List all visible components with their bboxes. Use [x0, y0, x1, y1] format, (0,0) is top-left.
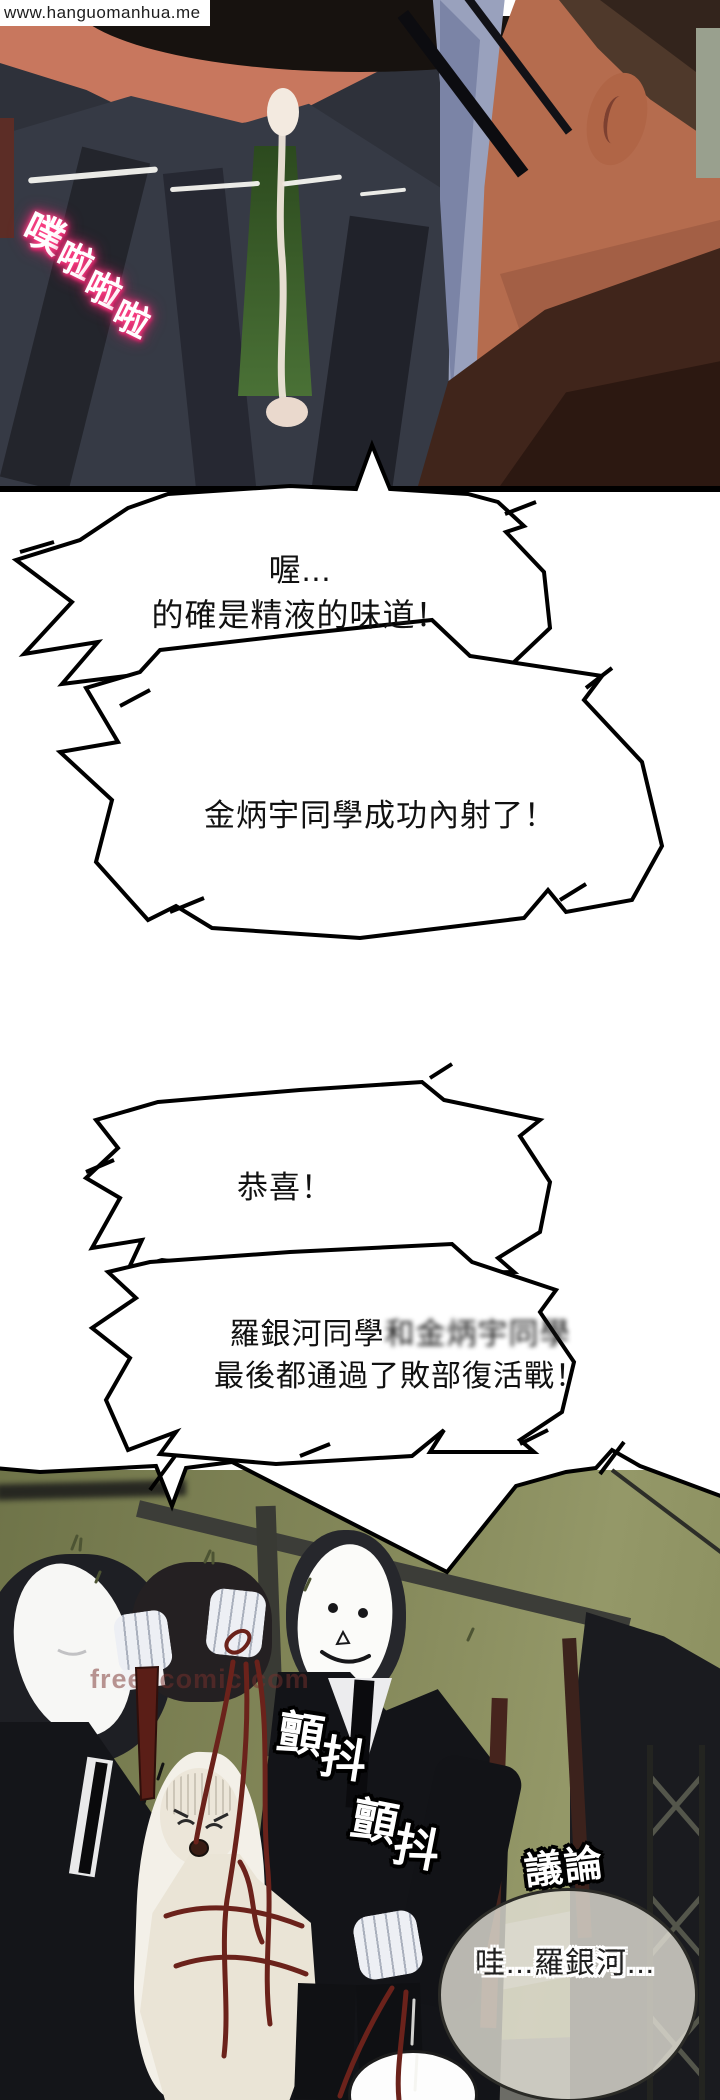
fluid-blob	[266, 397, 308, 427]
panel-diagonal-edge	[610, 1468, 720, 1554]
speech-bubble-success	[55, 617, 665, 941]
result-name-blurred: 和金炳宇同學	[384, 1318, 571, 1351]
site-watermark-bar: www.hanguomanhua.me	[0, 0, 210, 26]
rope-coil	[224, 1628, 252, 1655]
smiley-mask-face	[320, 1603, 371, 1664]
site-watermark-url: www.hanguomanhua.me	[4, 3, 201, 22]
blank-mask-line	[57, 1648, 87, 1656]
crowd-bubble-text: 哇...羅銀河...	[474, 1947, 655, 1980]
bubble-text-success: 金炳宇同學成功內射了！	[204, 798, 556, 833]
crowd-speech-bubble	[438, 1888, 698, 2100]
bubble-text-result-line1: 羅銀河同學和金炳宇同學	[110, 1314, 690, 1356]
red-edge-shape	[0, 118, 14, 238]
pale-figure-bangs-shading	[166, 1773, 232, 1815]
bubble-text-taste-line2: 的確是精液的味道！	[151, 597, 449, 633]
scanlation-watermark: freexcomic.com	[90, 1664, 310, 1694]
background-wedge	[696, 28, 720, 178]
red-ropes	[163, 1659, 409, 2100]
tremble-label-1: 顫 抖	[273, 1695, 374, 1789]
fluid-blob	[267, 88, 299, 136]
gutter-border	[0, 1447, 720, 1575]
rope-strap	[134, 1665, 160, 1802]
bubble-text-taste: 喔... 的確是精液的味道！	[90, 548, 510, 638]
gutter-fill	[0, 1436, 720, 1572]
grass-tufts	[70, 1534, 475, 1642]
discuss-label: 議論	[521, 1831, 607, 1895]
border-hash-marks	[148, 1440, 626, 1492]
top-art-panel: 噗 啦 啦 啦	[0, 0, 720, 492]
bubble-text-taste-line1: 喔...	[268, 552, 332, 588]
bubble-text-congrats: 恭喜！	[237, 1170, 333, 1205]
bubble-hash-marks	[19, 500, 614, 1458]
bubble-text-result-line2: 最後都通過了敗部復活戰！	[214, 1360, 586, 1393]
fluid-strand	[276, 95, 287, 401]
bubble-text-result: 羅銀河同學和金炳宇同學 最後都通過了敗部復活戰！	[110, 1314, 690, 1398]
speech-bubble-result	[88, 1241, 577, 1467]
trouser-shine	[410, 1998, 419, 2092]
discuss-text: 議論	[522, 1842, 607, 1894]
result-name-visible: 羅銀河同學	[229, 1318, 385, 1351]
